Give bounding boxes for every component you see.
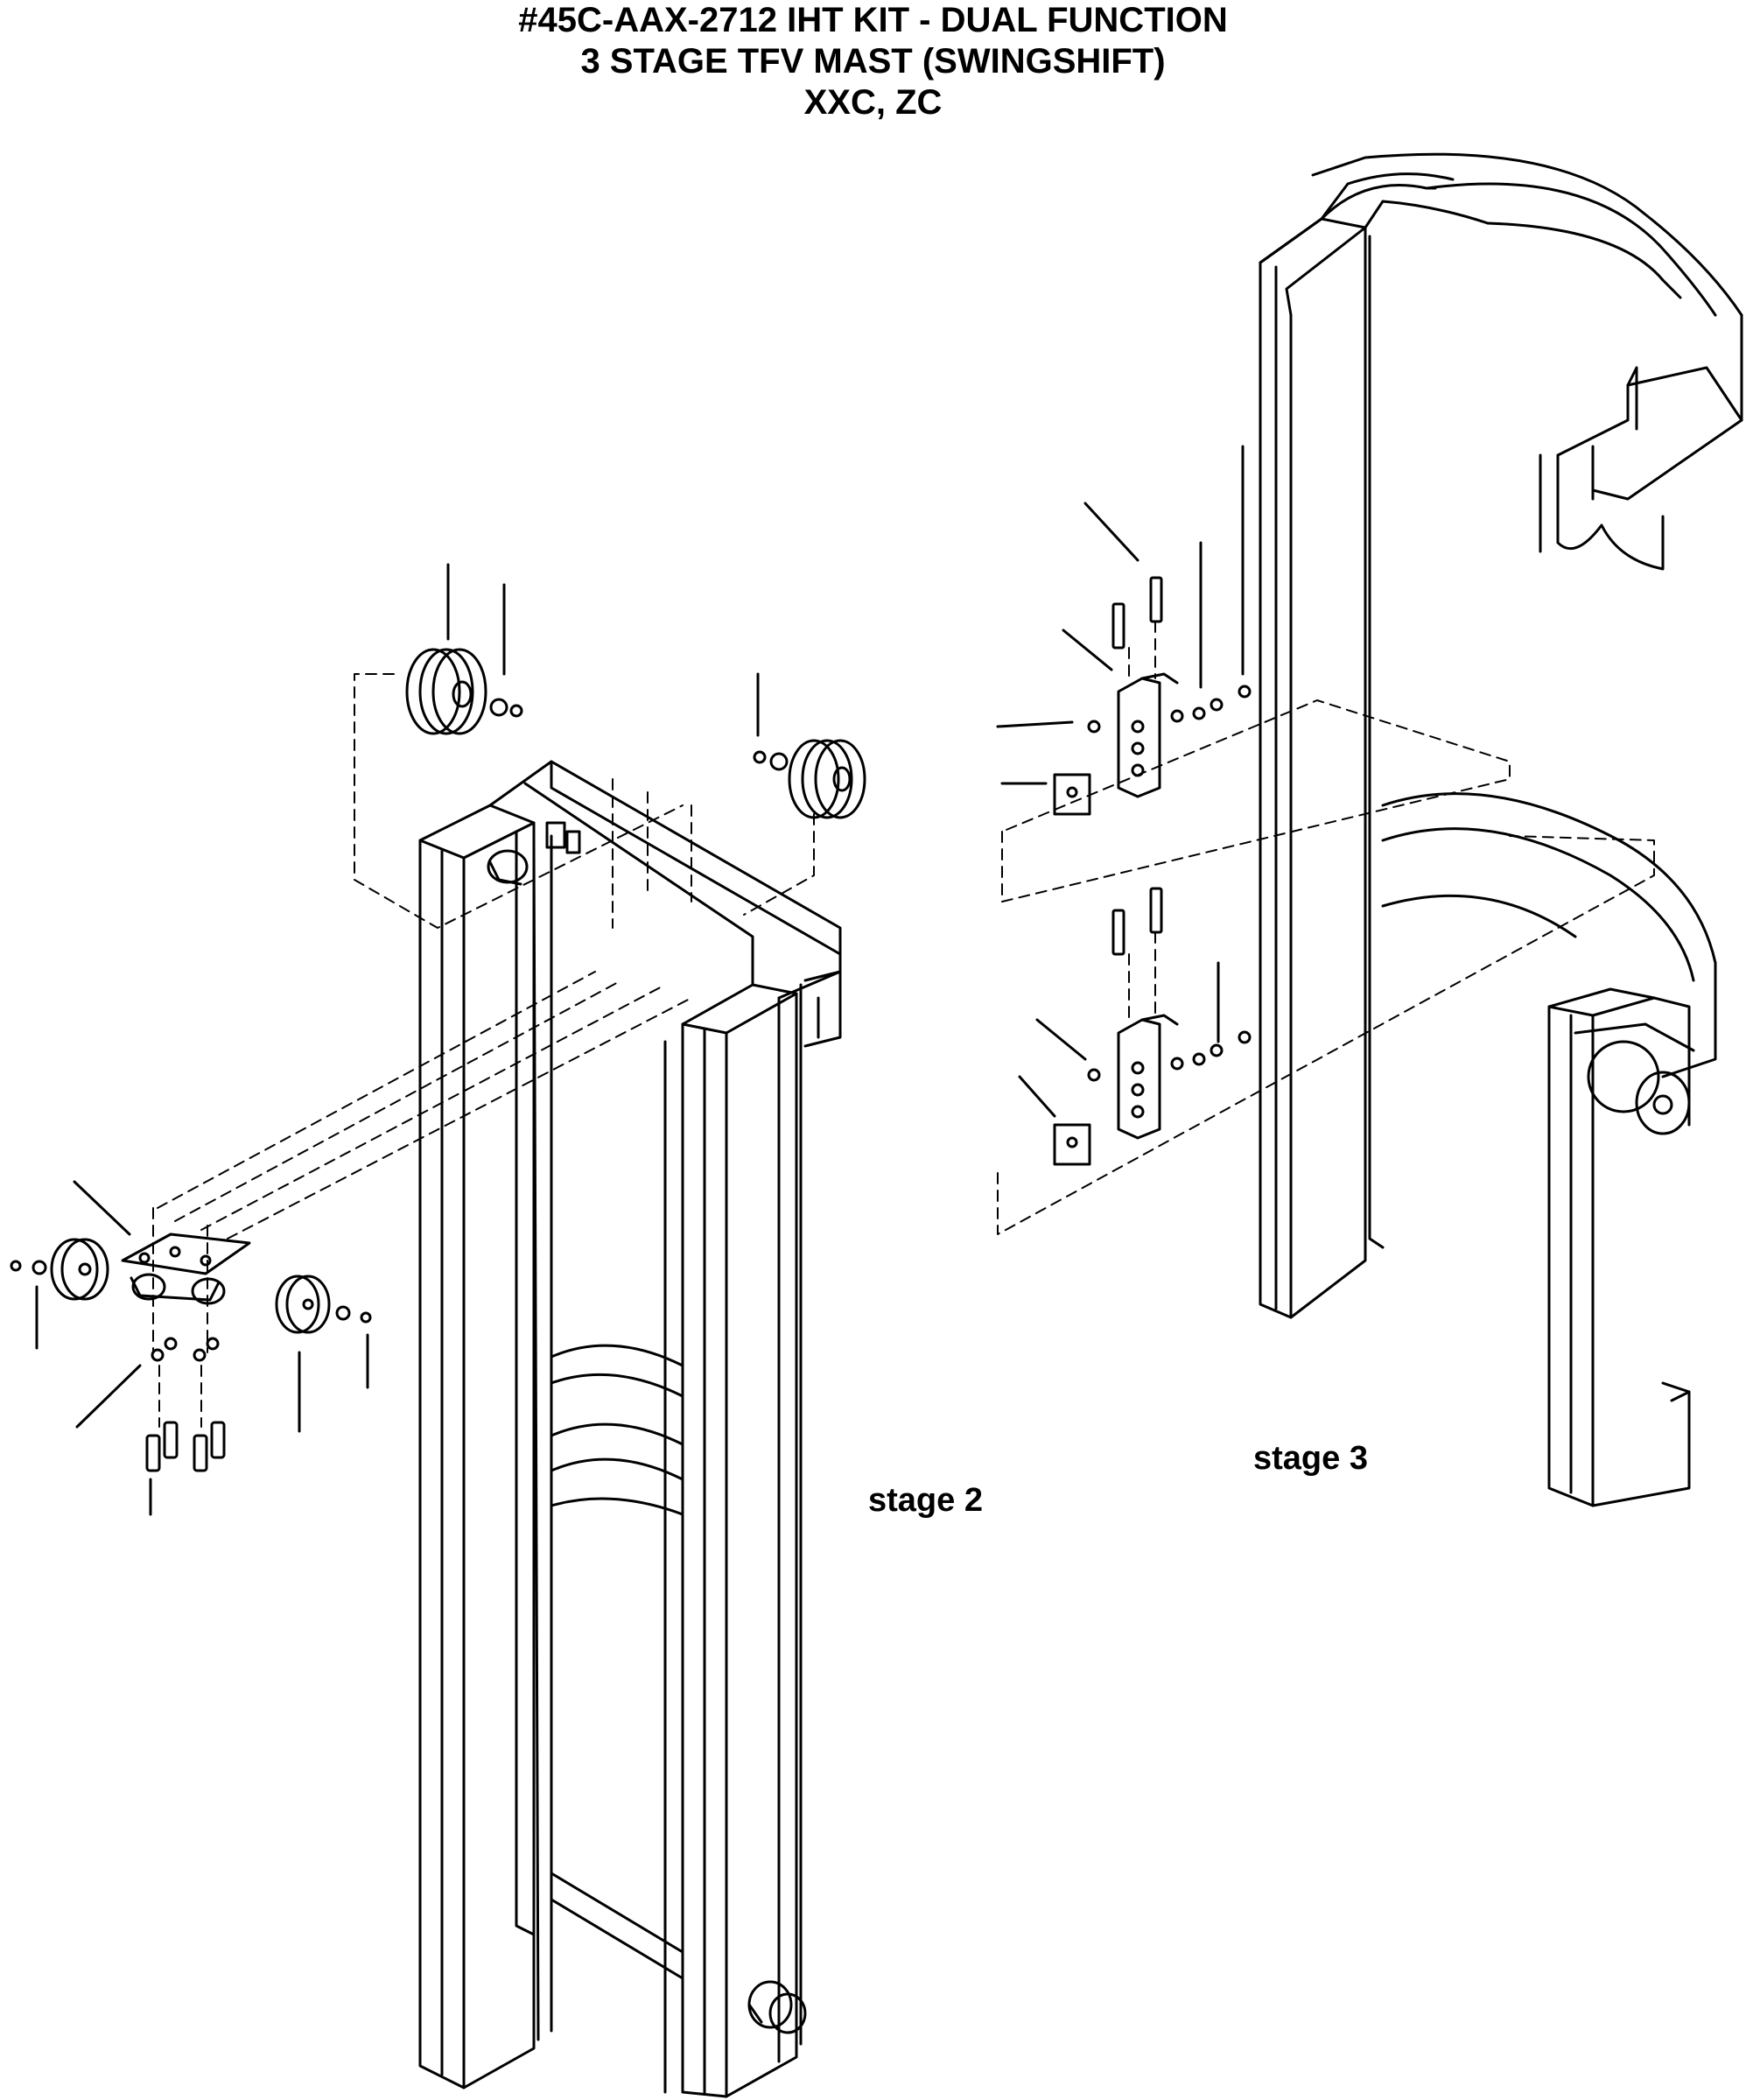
stage3-upper-bracket — [996, 445, 1252, 816]
stage2-mast — [418, 760, 842, 2098]
diagram-title: #45C-AAX-2712 IHT KIT - DUAL FUNCTION 3 … — [0, 0, 1746, 123]
stage-2-label: stage 2 — [868, 1482, 983, 1519]
stage3-lower-bracket — [1018, 887, 1252, 1166]
stage3-dashed-lines — [997, 621, 1655, 1235]
stage2-lower-bracket — [10, 1180, 372, 1516]
title-line-3: XXC, ZC — [803, 83, 943, 122]
title-line-2: 3 STAGE TFV MAST (SWINGSHIFT) — [580, 42, 1166, 81]
stage3-mast — [1259, 152, 1743, 1507]
title-line-1: #45C-AAX-2712 IHT KIT - DUAL FUNCTION — [518, 1, 1228, 39]
stage-3-label: stage 3 — [1253, 1440, 1368, 1477]
stage2-dashed-lines — [152, 673, 815, 1428]
stage2-upper-sheaves — [405, 563, 866, 819]
